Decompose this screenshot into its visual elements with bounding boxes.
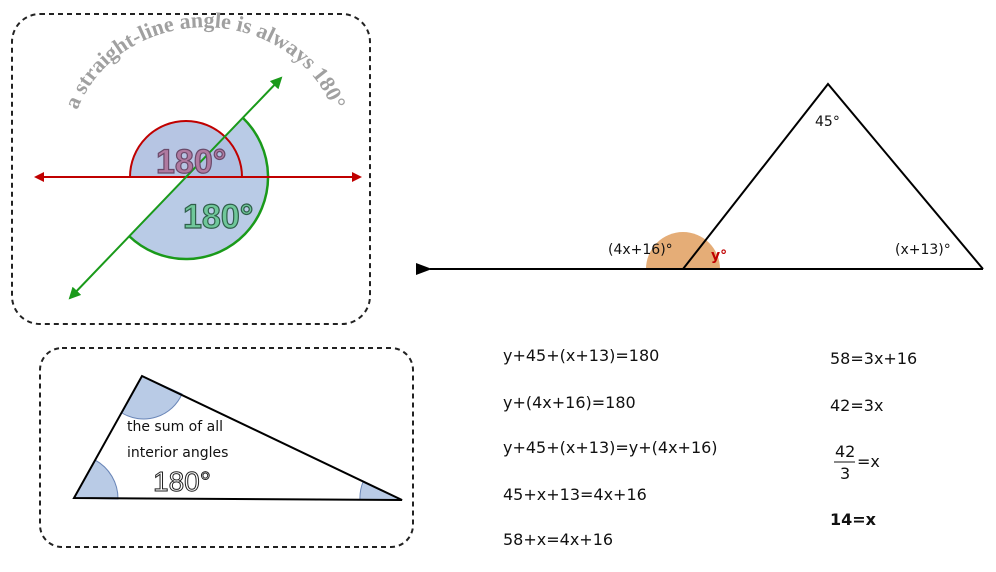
exterior-angle-label: (4x+16)° xyxy=(608,242,673,258)
straight-line-angle-panel: a straight-line angle is always 180° 180… xyxy=(11,7,371,325)
problem-triangle: 45° (4x+16)° y° (x+13)° xyxy=(416,82,984,275)
angle-wedge-left xyxy=(73,459,119,500)
equation: y+45+(x+13)=180 xyxy=(503,346,659,365)
triangle-sides xyxy=(682,82,984,270)
interior-angle-label: y° xyxy=(711,248,727,264)
equation: 58+x=4x+16 xyxy=(503,530,613,549)
fraction-rhs: =x xyxy=(857,452,880,471)
green-angle-label: 180° xyxy=(183,198,253,236)
equation: y+45+(x+13)=y+(4x+16) xyxy=(503,438,718,457)
equations-right: 58=3x+16 42=3x 42 3 =x 14=x xyxy=(830,349,917,529)
equation: y+(4x+16)=180 xyxy=(503,393,636,412)
panel-border xyxy=(39,347,414,548)
red-angle-label: 180° xyxy=(156,143,226,181)
right-angle-label: (x+13)° xyxy=(895,242,951,258)
triangle xyxy=(72,374,403,501)
answer: 14=x xyxy=(830,510,877,529)
equation: 42=3x xyxy=(830,396,883,415)
exterior-angle-fill xyxy=(646,232,720,269)
panel-border xyxy=(11,13,371,325)
caption-line1: the sum of all xyxy=(127,419,223,435)
equation: 58=3x+16 xyxy=(830,349,917,368)
caption-line2: interior angles xyxy=(127,445,228,461)
green-straight-line xyxy=(68,76,283,300)
fraction-denominator: 3 xyxy=(840,464,850,483)
apex-angle-label: 45° xyxy=(815,114,840,130)
equations-left: y+45+(x+13)=180 y+(4x+16)=180 y+45+(x+13… xyxy=(503,346,718,549)
equation: 45+x+13=4x+16 xyxy=(503,485,647,504)
sum-label: 180° xyxy=(153,466,211,497)
fraction-numerator: 42 xyxy=(835,442,855,461)
arc-caption: a straight-line angle is always 180° xyxy=(59,7,351,112)
triangle-sum-panel: the sum of all interior angles 180° xyxy=(39,347,414,548)
